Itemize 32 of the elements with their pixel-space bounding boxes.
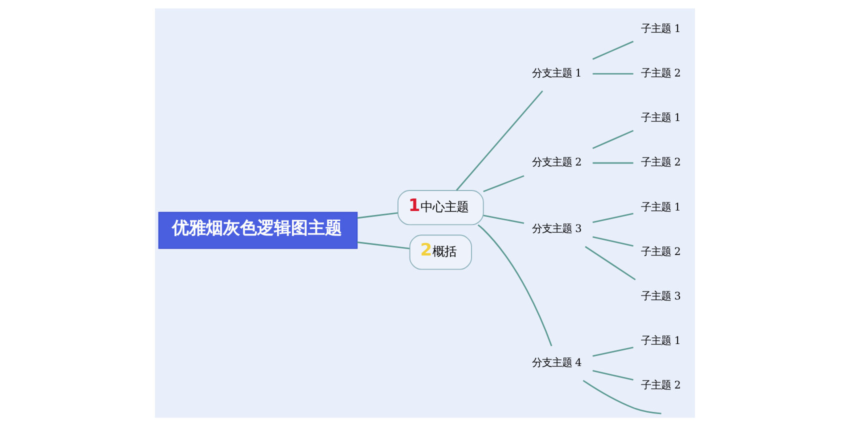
- node-text: 子主题 1: [640, 201, 680, 214]
- node-text: 子主题 2: [640, 156, 680, 169]
- node-text: 分支主题 1: [531, 67, 582, 80]
- connector: [482, 214, 524, 224]
- node-box: 1中心主题: [396, 190, 484, 226]
- node-text: 分支主题 4: [531, 356, 582, 369]
- connector: [582, 380, 661, 414]
- connector: [592, 370, 633, 380]
- connector: [592, 130, 634, 150]
- connector: [592, 40, 634, 60]
- node-text: 子主题 2: [640, 67, 680, 80]
- node-text: 子主题 2: [640, 380, 680, 392]
- connector: [592, 346, 633, 357]
- connector: [482, 175, 524, 192]
- connector: [356, 242, 410, 250]
- connector: [592, 236, 633, 247]
- node-text: 分支主题 2: [531, 156, 582, 169]
- node-box: 2概括: [408, 234, 472, 270]
- node-text: 分支主题 3: [531, 223, 582, 236]
- node-text: 子主题 3: [640, 290, 680, 302]
- connector: [584, 246, 636, 280]
- connector: [356, 212, 398, 219]
- connector: [477, 224, 552, 346]
- connector: [592, 162, 633, 164]
- node-text: 子主题 1: [640, 335, 680, 348]
- connector: [455, 90, 543, 191]
- node-text: 子主题 1: [640, 112, 680, 124]
- node-text: 子主题 2: [640, 246, 680, 258]
- node-text: 子主题 1: [640, 22, 680, 35]
- connector: [592, 73, 633, 74]
- node-box: 优雅烟灰色逻辑图主题: [158, 212, 358, 249]
- connector: [592, 212, 633, 223]
